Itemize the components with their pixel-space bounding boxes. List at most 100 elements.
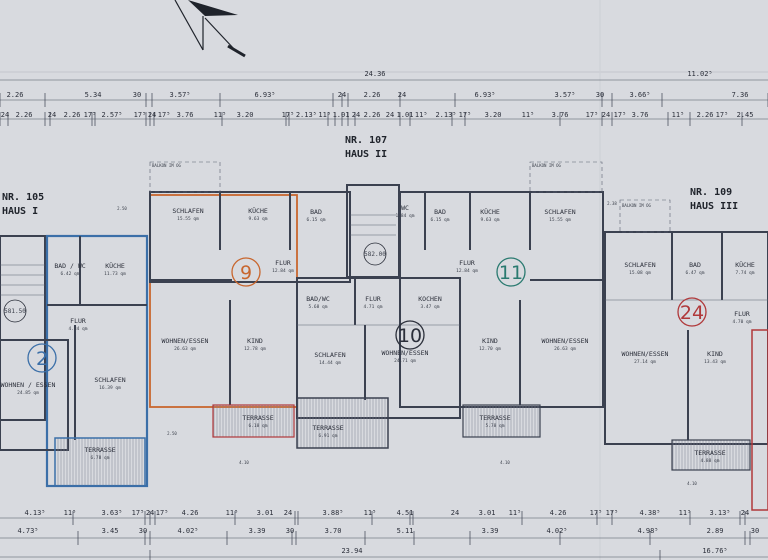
dimension-label: 17⁵ — [84, 111, 97, 119]
dimension-label: 24 — [146, 509, 154, 517]
dimension-ticks — [0, 93, 768, 560]
room-name: WOHNEN / ESSEN — [1, 381, 56, 389]
unit-number: 11 — [499, 262, 523, 284]
dimension-label: 24 — [338, 91, 346, 99]
room-name: BAD / WC — [54, 262, 85, 270]
unit-9-outline — [149, 191, 351, 438]
room-area: 12.84 qm — [272, 268, 294, 274]
room-name: TERRASSE — [84, 446, 115, 454]
dimension-label: 4.13⁵ — [24, 509, 45, 517]
unit-11-outline — [399, 191, 604, 438]
room-area: 6.78 qm — [91, 455, 110, 461]
dimension-label: 3.76 — [632, 111, 649, 119]
dimension-label: 11⁵ — [679, 509, 692, 517]
room-area: 4.70 qm — [733, 319, 752, 325]
room-area: 15.08 qm — [629, 270, 651, 276]
room-name: WOHNEN/ESSEN — [162, 337, 209, 345]
room-area: 4.71 qm — [364, 304, 383, 310]
elevation-marker-icon — [3, 299, 27, 323]
dimension-label: 5.11 — [397, 527, 414, 535]
dimension-label: 6.93⁵ — [474, 91, 495, 99]
unit-number-circle — [677, 297, 707, 327]
room-name: SCHLAFEN — [624, 261, 655, 269]
dimension-label: 11⁵ — [415, 111, 428, 119]
room-name: TERRASSE — [242, 414, 273, 422]
dimension-label: 17⁵ — [132, 509, 145, 517]
room-area: 26.63 qm — [174, 346, 196, 352]
building-name: HAUS III — [690, 201, 738, 212]
dimension-label: 24 — [1, 111, 9, 119]
dimension-label: 2.26 — [7, 91, 24, 99]
room-name: BAD — [434, 208, 446, 216]
room-area: 24.71 qm — [394, 358, 416, 364]
dimension-label: 11⁵ — [364, 509, 377, 517]
room-area: 6.15 qm — [431, 217, 450, 223]
dimension-label: 3.20 — [485, 111, 502, 119]
room-area: 12.78 qm — [244, 346, 266, 352]
room-area: 4.88 qm — [701, 458, 720, 464]
room-name: KÜCHE — [735, 260, 755, 269]
dimension-label: 3.39 — [249, 527, 266, 535]
dimension-label: 3.76 — [552, 111, 569, 119]
room-name: WOHNEN/ESSEN — [622, 350, 669, 358]
dimension-label: 3.01 — [479, 509, 496, 517]
dimension-label: 30 — [286, 527, 294, 535]
dimension-label: 7.36 — [732, 91, 749, 99]
dimension-label: 2.89 — [707, 527, 724, 535]
dimension-label: 2.50 — [167, 431, 177, 436]
room-area: 5.68 qm — [309, 304, 328, 310]
dimension-label: 30 — [139, 527, 147, 535]
room-name: WC — [401, 204, 409, 212]
room-name: WOHNEN/ESSEN — [382, 349, 429, 357]
dimension-label: 11⁵ — [226, 509, 239, 517]
dimension-label: 2.26 — [364, 111, 381, 119]
room-area: 9.63 qm — [481, 217, 500, 223]
room-area: 5.78 qm — [486, 423, 505, 429]
dimension-lines — [0, 79, 768, 558]
unit-number: 2 — [36, 348, 48, 370]
dimension-label: 17⁵ — [606, 509, 619, 517]
dimension-label: 4.26 — [182, 509, 199, 517]
dimension-label: 17⁵ — [459, 111, 472, 119]
room-area: 24.85 qm — [17, 390, 39, 396]
dimension-label: 2.50 — [117, 206, 127, 211]
room-area: 6.91 qm — [319, 433, 338, 439]
dimension-label: 17⁵ — [716, 111, 729, 119]
dimension-label: 24 — [386, 111, 394, 119]
room-name: SCHLAFEN — [172, 207, 203, 215]
elevation-marker-icon — [363, 242, 387, 266]
overall-dimension: 11.02⁵ — [687, 70, 712, 78]
dimension-label: 2.26 — [64, 111, 81, 119]
dimension-label: 17⁵ — [134, 111, 147, 119]
room-name: TERRASSE — [479, 414, 510, 422]
dimension-label: 1.01 — [333, 111, 350, 119]
dimension-label: 2.38 — [607, 201, 617, 206]
dimension-label: 11⁵ — [64, 509, 77, 517]
unit-number-circle — [27, 343, 57, 373]
room-area: 6.18 qm — [249, 423, 268, 429]
north-arrow-icon — [174, 0, 246, 58]
dimension-label: 3.66⁵ — [629, 91, 650, 99]
dimension-label: 17⁵ — [282, 111, 295, 119]
dimension-label: 24 — [602, 111, 610, 119]
dimension-label: 4.10 — [239, 460, 249, 465]
unit-number-circle — [231, 257, 261, 287]
dimension-label: 24 — [284, 509, 292, 517]
overall-dimension: 16.76⁵ — [702, 547, 727, 555]
dimension-label: 24 — [352, 111, 360, 119]
elevation-label: 582.00 — [364, 251, 386, 258]
room-area: 15.55 qm — [549, 217, 571, 223]
dimension-label: 24 — [148, 111, 156, 119]
room-name: BAD/WC — [306, 295, 330, 303]
dimension-label: 4.26 — [550, 509, 567, 517]
dimension-label: 4.98⁵ — [637, 527, 658, 535]
overall-dimension: 24.36 — [364, 70, 385, 78]
dimension-label: 3.76 — [177, 111, 194, 119]
room-area: 11.73 qm — [104, 271, 126, 277]
room-area: 1.84 qm — [396, 213, 415, 219]
room-area: 14.44 qm — [319, 360, 341, 366]
dimension-label: 24 — [451, 509, 459, 517]
dimension-label: 3.39 — [482, 527, 499, 535]
room-area: 12.70 qm — [479, 346, 501, 352]
